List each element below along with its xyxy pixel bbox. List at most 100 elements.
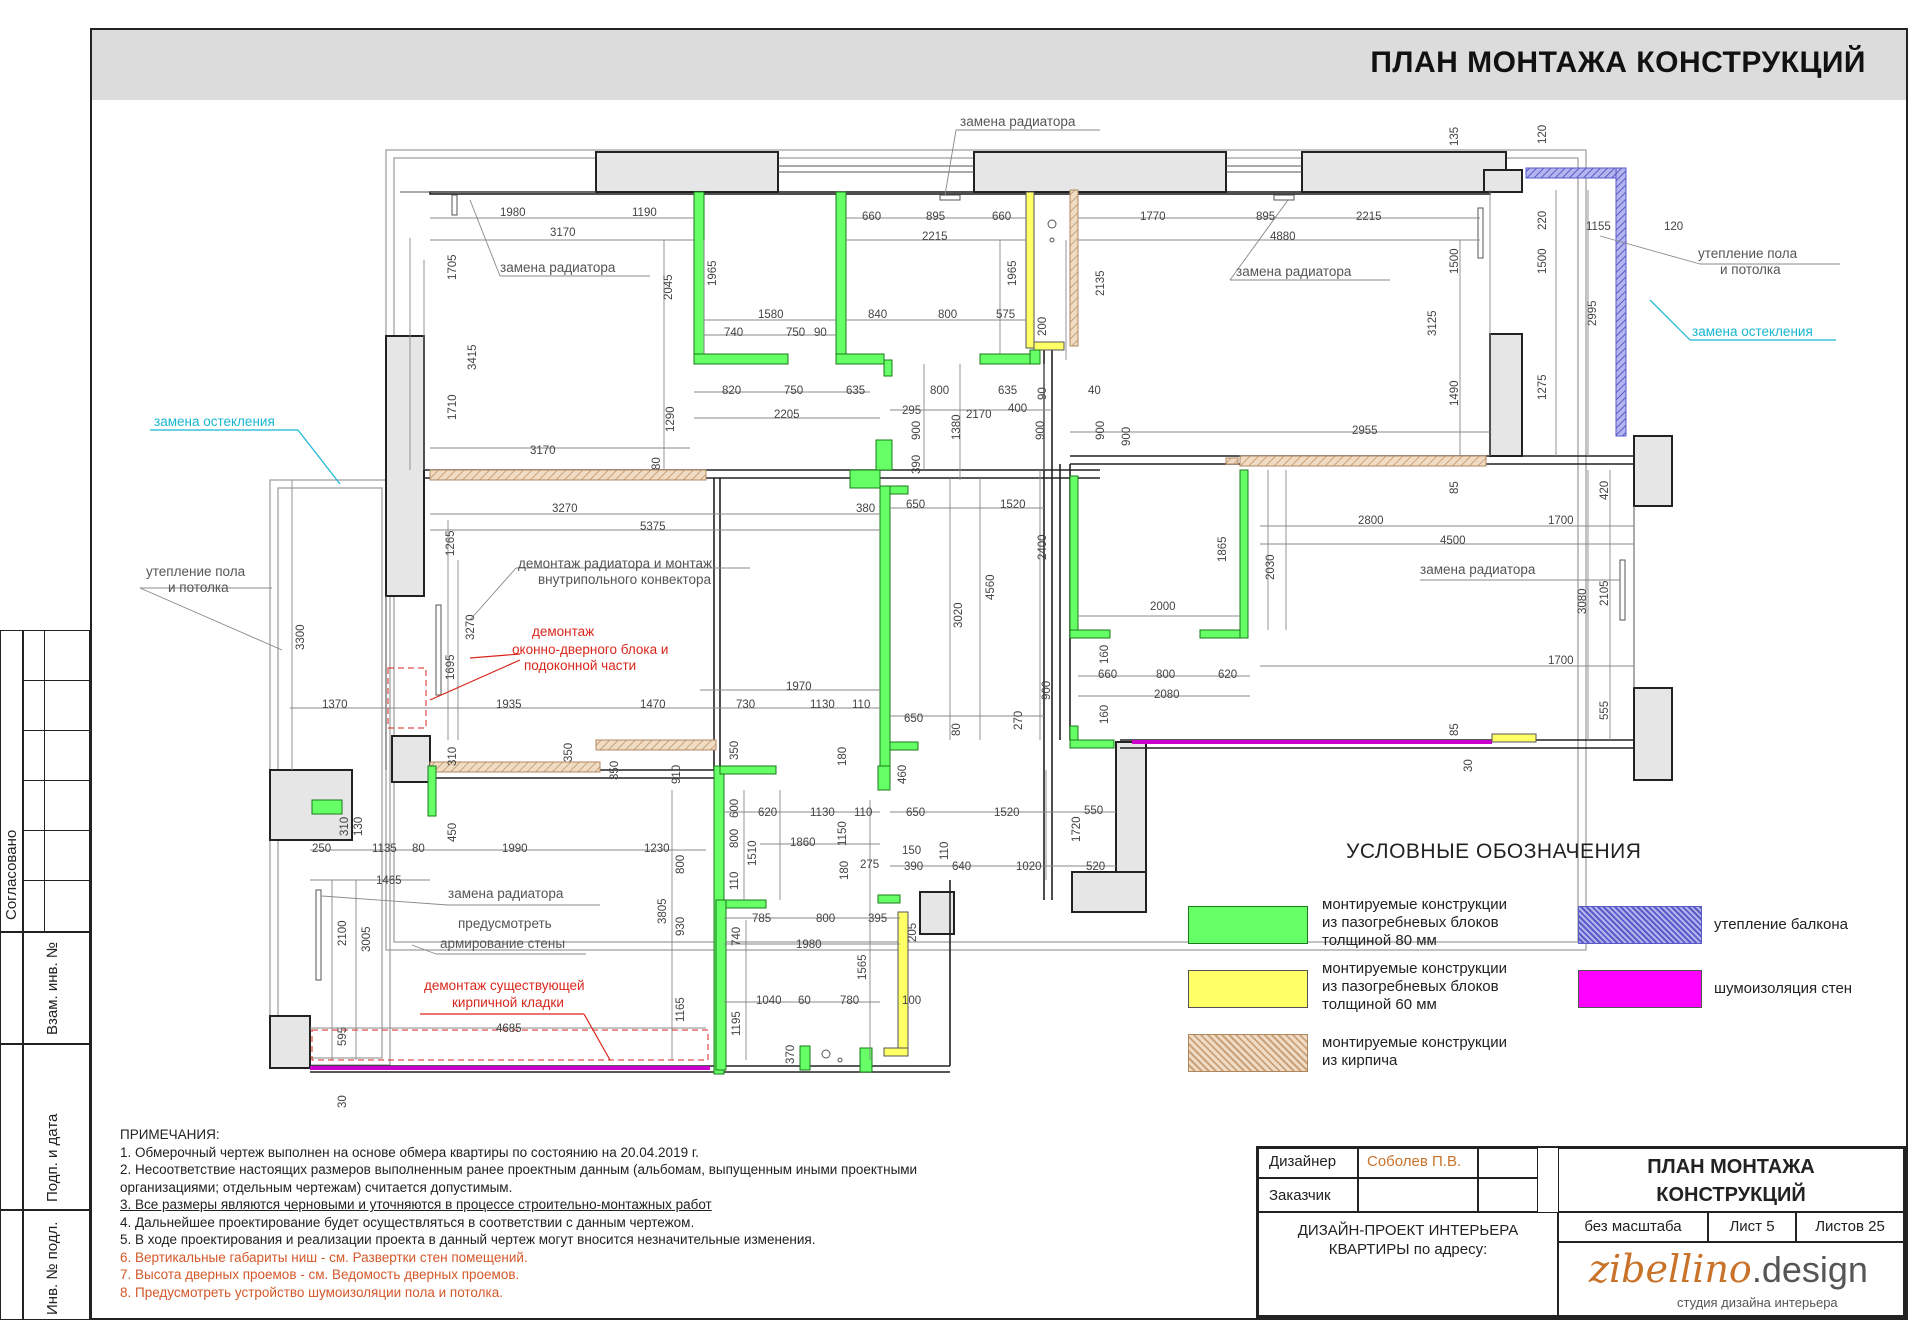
dim: 660 — [1098, 669, 1117, 681]
label-dismantle-radiator-2: внутрипольного конвектора — [538, 572, 712, 587]
dim: 910 — [671, 765, 683, 784]
dim: 840 — [868, 309, 887, 321]
dim: 200 — [1037, 317, 1049, 336]
dim: 1465 — [376, 875, 402, 887]
strip-cell-inv-orig — [0, 1210, 90, 1320]
sheet-title-line-2: КОНСТРУКЦИЙ — [1656, 1184, 1806, 1206]
client-label: Заказчик — [1258, 1178, 1358, 1212]
dim: 1500 — [1537, 248, 1549, 274]
dim: 180 — [839, 861, 851, 880]
label-insulation-2: и потолка — [1720, 262, 1781, 277]
dim: 1500 — [1449, 248, 1461, 274]
strip-divider — [44, 630, 45, 932]
label-dismantle-brick-2: кирпичной кладки — [452, 995, 564, 1010]
label-insulation-1: утепление пола — [1698, 246, 1798, 261]
label-reinforce-wall-2: армирование стены — [440, 936, 565, 951]
dimension-numbers-vertical: 1705 2045 3415 1710 1290 80 1965 1965 20… — [295, 125, 1611, 1108]
legend-text: монтируемые конструкции — [1322, 896, 1507, 913]
dim: 635 — [998, 385, 1017, 397]
studio-logo: zibellino.design — [1589, 1247, 1868, 1291]
dim: 2215 — [922, 231, 948, 243]
dim: 160 — [1099, 705, 1111, 724]
dim: 310 — [447, 747, 459, 766]
legend-text: монтируемые конструкции — [1322, 1034, 1507, 1051]
leader-lines — [139, 129, 1840, 955]
dim: 2000 — [1150, 601, 1176, 613]
dim: 800 — [675, 855, 687, 874]
dim: 1230 — [644, 843, 670, 855]
project-cell: ДИЗАЙН-ПРОЕКТ ИНТЕРЬЕРА КВАРТИРЫ по адре… — [1258, 1212, 1558, 1316]
dim: 3270 — [465, 614, 477, 640]
dim: 1990 — [502, 843, 528, 855]
dim: 110 — [729, 872, 741, 890]
dim: 1155 — [1586, 221, 1611, 233]
dim: 2105 — [1599, 580, 1611, 606]
dim: 2215 — [1356, 211, 1382, 223]
sheet-number: Лист 5 — [1708, 1212, 1796, 1242]
dim: 650 — [906, 807, 925, 819]
designer-name: Соболев П.В. — [1358, 1148, 1478, 1178]
partitions-60mm — [883, 191, 1537, 1057]
legend-item-green: монтируемые конструкции из пазогребневых… — [1322, 896, 1507, 950]
dim: 1150 — [837, 821, 849, 846]
dim: 120 — [1664, 221, 1683, 233]
dim: 1490 — [1449, 380, 1461, 406]
logo-tagline: студия дизайна интерьера — [1677, 1295, 1838, 1310]
dim: 600 — [729, 799, 741, 818]
dim: 350 — [563, 743, 575, 762]
dim: 4500 — [1440, 535, 1466, 547]
dim: 85 — [1449, 481, 1461, 494]
legend-swatch-blue — [1578, 906, 1702, 944]
dim: 1965 — [1007, 260, 1019, 286]
dim: 450 — [447, 823, 459, 842]
dim: 900 — [1095, 421, 1107, 440]
strip-divider — [22, 780, 90, 781]
dim: 3805 — [657, 898, 669, 924]
dim: 85 — [1449, 723, 1461, 736]
dim: 110 — [852, 699, 870, 711]
dim: 2045 — [663, 274, 675, 300]
dim: 350 — [729, 741, 741, 760]
client-sign — [1478, 1178, 1538, 1212]
dim: 1860 — [790, 837, 816, 849]
dim: 895 — [1256, 211, 1275, 223]
dim: 370 — [785, 1045, 797, 1064]
windows — [385, 165, 1635, 770]
dim: 110 — [939, 842, 951, 860]
dim: 30 — [337, 1095, 349, 1108]
dim: 2205 — [774, 409, 800, 421]
dim: 550 — [1084, 805, 1103, 817]
dim: 150 — [902, 845, 921, 857]
dim: 1705 — [447, 254, 459, 280]
dim: 60 — [798, 995, 811, 1007]
dim: 80 — [412, 843, 425, 855]
dim: 555 — [1599, 701, 1611, 720]
dim: 750 — [786, 327, 805, 339]
dim: 1720 — [1071, 816, 1083, 842]
dim: 750 — [784, 385, 803, 397]
legend-text: монтируемые конструкции — [1322, 960, 1507, 977]
legend-item-blue: утепление балкона — [1714, 916, 1848, 933]
strip-cell-sign-date — [0, 1044, 90, 1210]
exterior-walls — [269, 151, 1673, 1069]
dim: 2800 — [1358, 515, 1384, 527]
legend-text: из пазогребневых блоков — [1322, 914, 1499, 931]
dim: 270 — [1013, 711, 1025, 730]
dim: 3080 — [1577, 588, 1589, 614]
dim: 1980 — [796, 939, 822, 951]
dim: 820 — [722, 385, 741, 397]
dim: 1695 — [445, 654, 457, 680]
dim: 90 — [1037, 387, 1049, 400]
dim: 460 — [897, 765, 909, 784]
dim: 1020 — [1016, 861, 1042, 873]
dim: 1770 — [1140, 211, 1166, 223]
title-block: Дизайнер Соболев П.В. Заказчик ДИЗАЙН-ПР… — [1256, 1146, 1906, 1318]
label-replace-glazing-1: замена остекления — [154, 414, 275, 429]
dim: 110 — [854, 807, 872, 819]
dim: 660 — [862, 211, 881, 223]
label-dismantle-window-3: подоконной части — [524, 658, 636, 673]
note-3: 3. Все размеры являются черновыми и уточ… — [120, 1197, 712, 1212]
glazing-leaders — [150, 299, 1836, 485]
project-line-1: ДИЗАЙН-ПРОЕКТ ИНТЕРЬЕРА — [1297, 1222, 1519, 1239]
dim: 205 — [907, 923, 919, 942]
